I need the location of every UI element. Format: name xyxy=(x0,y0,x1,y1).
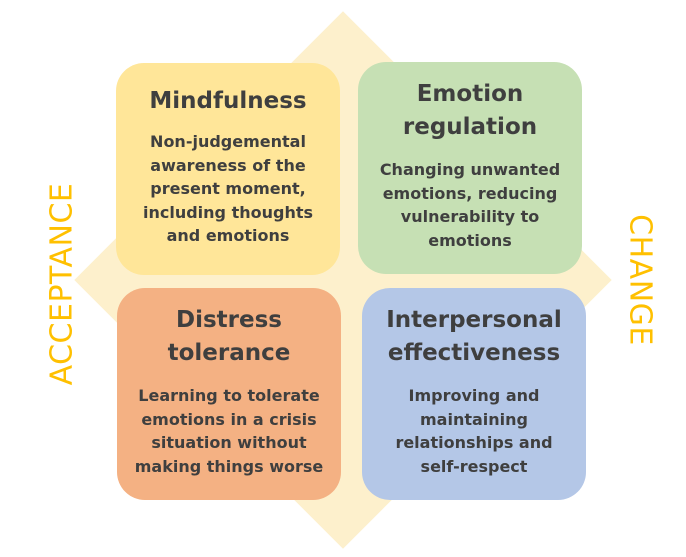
mindfulness-description: Non-judgemental awareness of the present… xyxy=(142,132,314,245)
acceptance-label: ACCEPTANCE xyxy=(44,182,80,386)
emotion-regulation-box: Emotion regulation Changing unwanted emo… xyxy=(358,62,582,274)
change-label: CHANGE xyxy=(622,214,658,346)
mindfulness-box: Mindfulness Non-judgemental awareness of… xyxy=(116,63,340,275)
distress-tolerance-box: Distress tolerance Learning to tolerate … xyxy=(117,288,341,500)
interpersonal-effectiveness-title: Interpersonal effectiveness xyxy=(386,307,562,366)
emotion-regulation-description: Changing unwanted emotions, reducing vul… xyxy=(379,160,561,250)
mindfulness-title: Mindfulness xyxy=(149,88,307,114)
interpersonal-effectiveness-description: Improving and maintaining relationships … xyxy=(395,386,553,476)
emotion-regulation-title: Emotion regulation xyxy=(402,81,538,140)
distress-tolerance-title: Distress tolerance xyxy=(167,307,291,366)
distress-tolerance-description: Learning to tolerate emotions in a crisi… xyxy=(134,386,324,476)
interpersonal-effectiveness-box: Interpersonal effectiveness Improving an… xyxy=(362,288,586,500)
